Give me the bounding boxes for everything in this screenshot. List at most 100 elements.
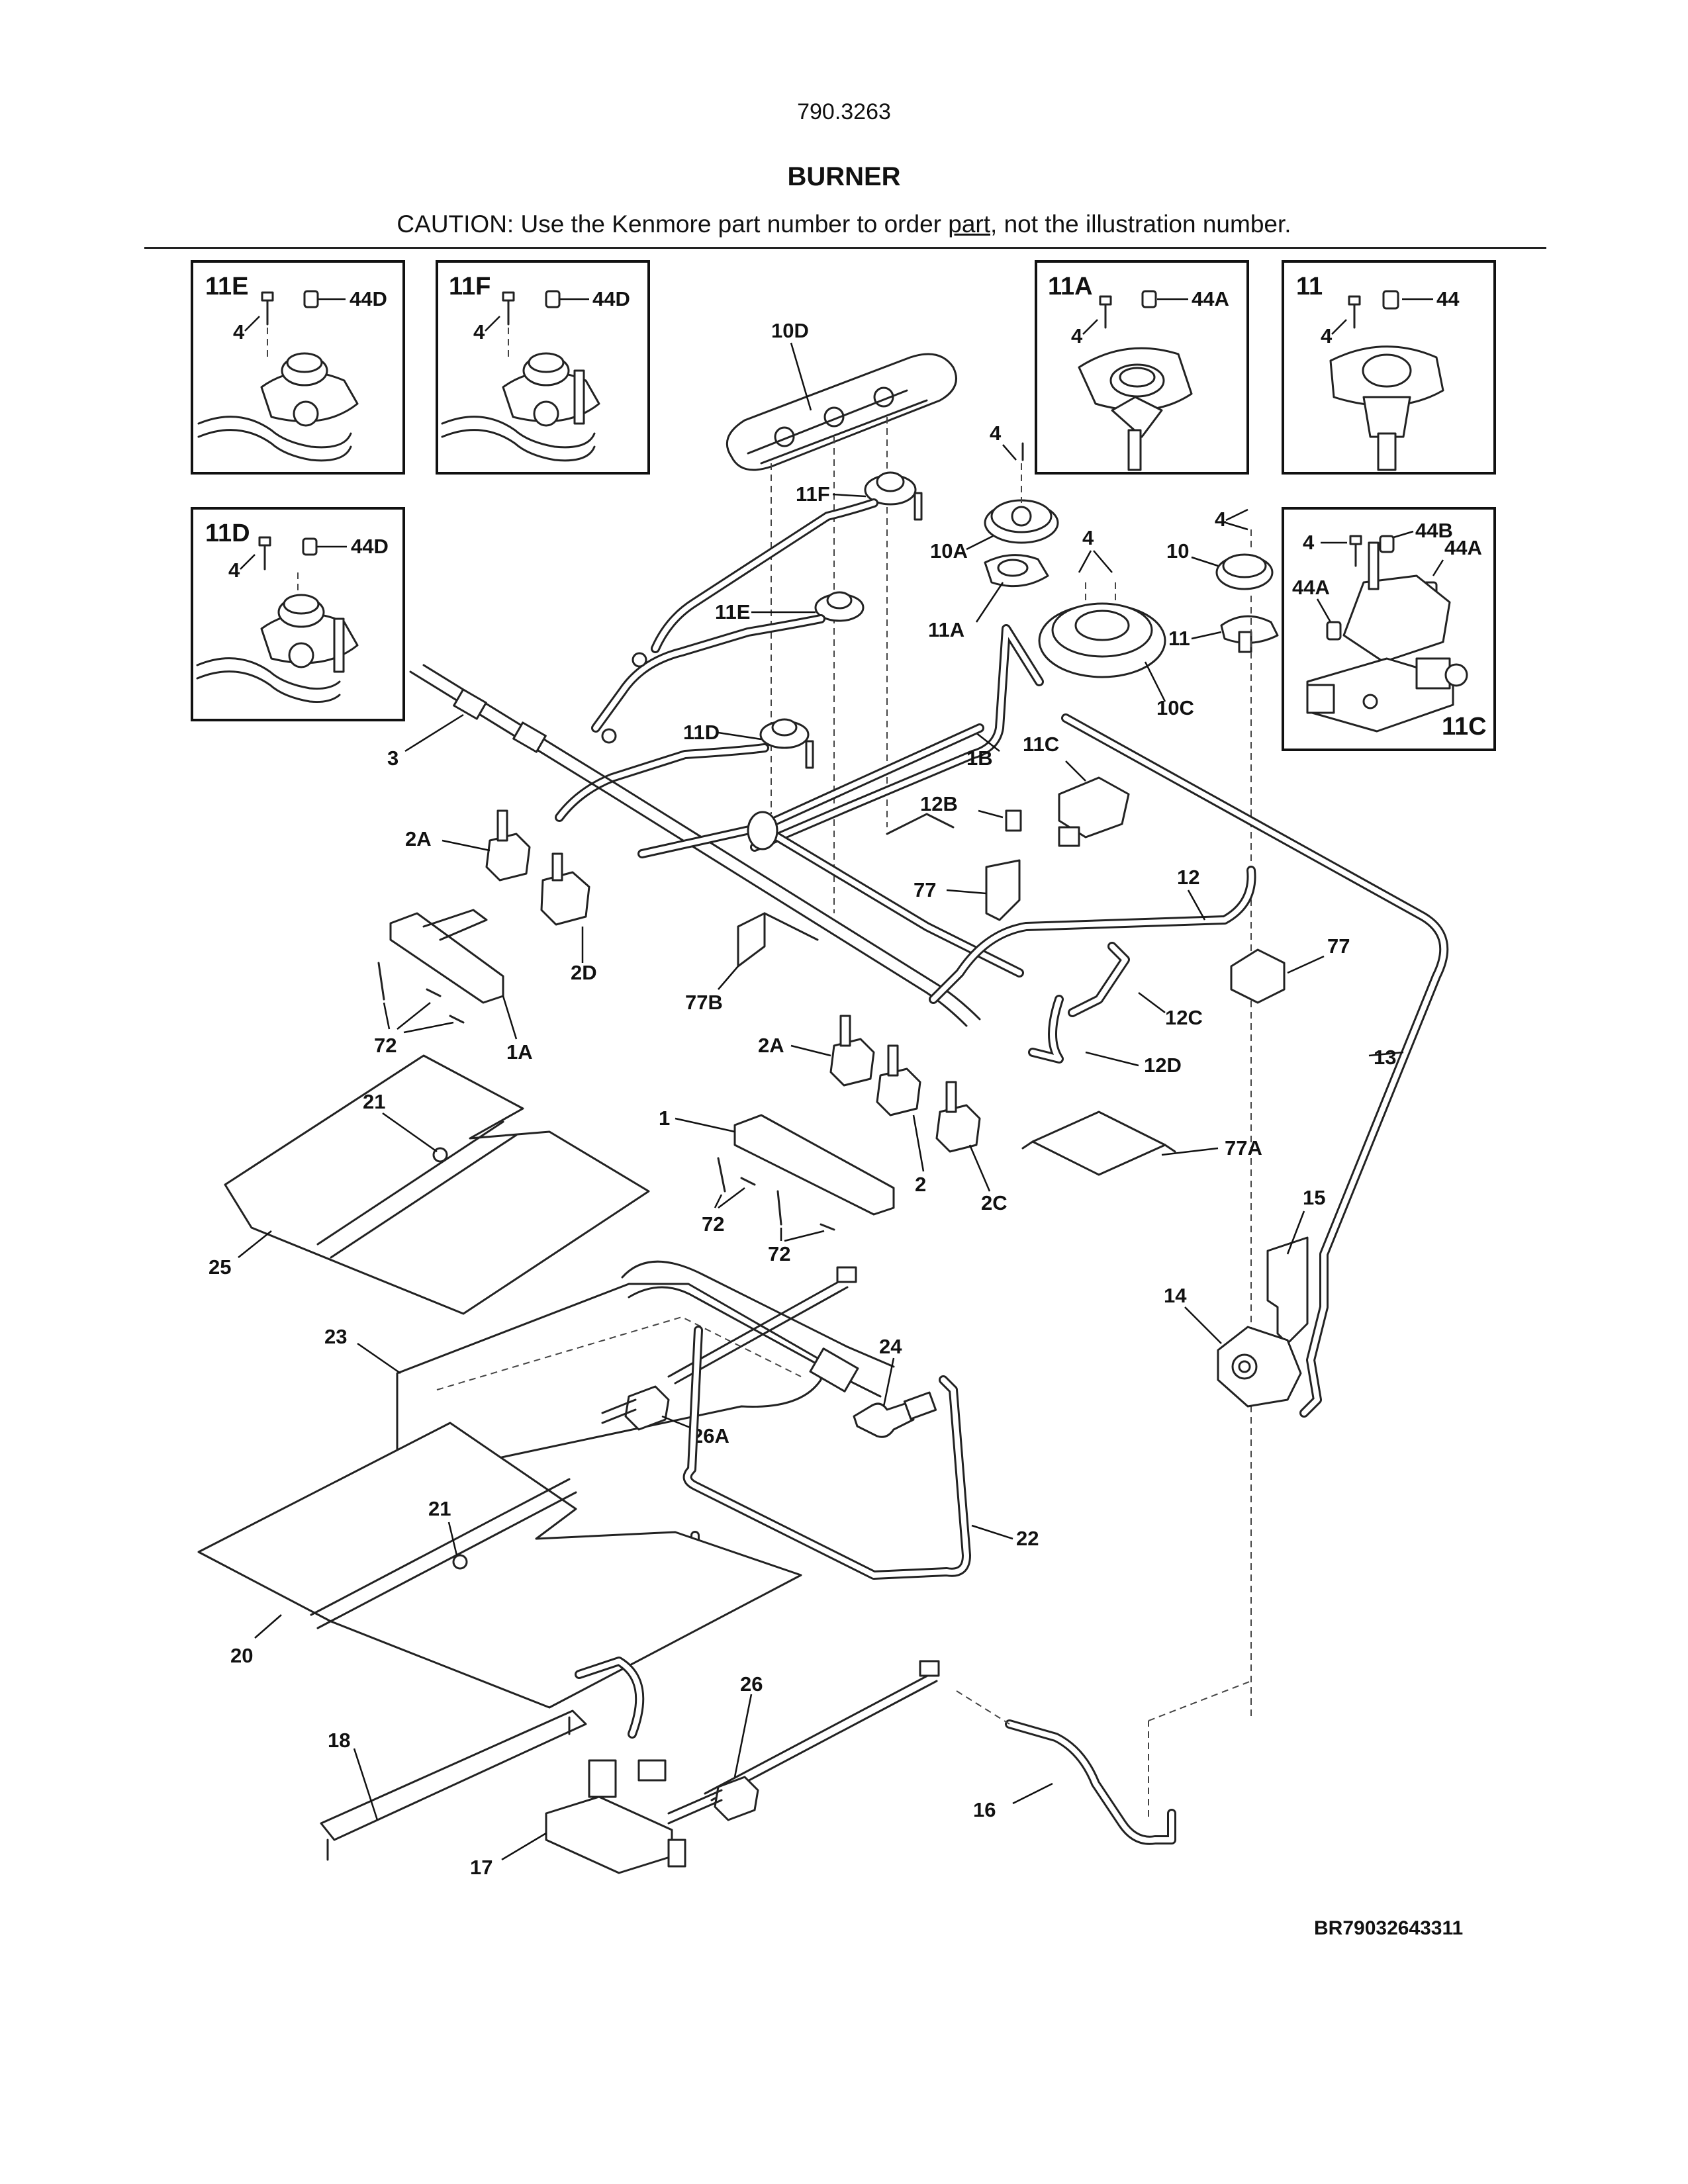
valve-2A-top: 2A [405, 809, 531, 882]
spacer-icon [302, 537, 318, 556]
callout-25: 25 [209, 1255, 231, 1279]
screw-icon [258, 536, 271, 570]
burner-head-11C: 11C [1023, 733, 1130, 847]
inset-11F-screw-label: 4 [473, 320, 485, 343]
tube-12C: 12C [1068, 942, 1203, 1029]
callout-11D: 11D [683, 721, 720, 744]
callout-77: 77 [914, 878, 936, 901]
callout-12B: 12B [920, 792, 958, 815]
screw-icon [1349, 535, 1362, 567]
callout-2D: 2D [571, 961, 597, 984]
inset-11C-title: 11C [1442, 713, 1487, 741]
callout-77A: 77A [1225, 1136, 1262, 1160]
callout-4-top: 4 [990, 422, 1002, 445]
callout-16: 16 [973, 1798, 996, 1821]
callout-10D: 10D [771, 319, 809, 342]
inset-11E-title: 11E [205, 273, 249, 300]
callout-1A: 1A [506, 1040, 533, 1064]
burner-tube-23: 23 [324, 1260, 895, 1464]
screws-72-mid: 72 72 [702, 1157, 835, 1265]
callout-2C: 2C [981, 1191, 1008, 1214]
callout-12: 12 [1177, 866, 1199, 889]
inset-11-screw-label: 4 [1321, 324, 1333, 347]
callout-72-mid1: 72 [702, 1212, 724, 1236]
callout-2: 2 [915, 1173, 926, 1196]
callout-2A-mid: 2A [758, 1034, 784, 1057]
drawing-code: BR79032643311 [1314, 1917, 1464, 1939]
inset-11F-title: 11F [449, 273, 491, 300]
spacer-icon [1141, 290, 1157, 308]
inset-11A-title: 11A [1048, 273, 1093, 300]
burner-head-11: 11 [1168, 615, 1279, 653]
manifold-pipe [637, 723, 1024, 978]
inset-11D-spacer-label: 44D [351, 535, 389, 558]
tube-12D: 12D [1028, 995, 1182, 1077]
callout-11: 11 [1168, 627, 1190, 650]
orifice-elbow-24: 24 [853, 1335, 937, 1438]
page-title: BURNER [787, 162, 901, 191]
inset-11-title: 11 [1296, 273, 1323, 300]
callout-18: 18 [328, 1729, 350, 1752]
burner-base-icon [1342, 574, 1451, 663]
heat-shield-20: 21 20 [197, 1422, 802, 1709]
inset-11A: 11A 4 44A [1035, 260, 1249, 475]
callout-24: 24 [879, 1335, 902, 1358]
inset-11C: 11C 4 44B 44A 44A [1282, 507, 1496, 751]
inset-11D-screw-label: 4 [228, 559, 240, 582]
page-code: 790.3263 [797, 99, 891, 124]
callout-26: 26 [740, 1672, 763, 1696]
burner-head-11A: 11A [928, 554, 1049, 641]
valve-2A-mid: 2A [758, 1015, 875, 1087]
callout-2A-top: 2A [405, 827, 432, 850]
tube-12: 12 [929, 866, 1256, 1004]
callout-20: 20 [230, 1644, 253, 1667]
bracket-77A: 77A [1021, 1111, 1262, 1176]
callout-13: 13 [1374, 1046, 1396, 1069]
callout-11E: 11E [715, 600, 750, 623]
spacer-icon [303, 290, 319, 308]
callout-4-right: 4 [1215, 508, 1227, 531]
callout-14: 14 [1164, 1284, 1187, 1307]
inset-11E-screw-label: 4 [233, 320, 245, 343]
callout-17: 17 [470, 1856, 492, 1879]
callout-77-right: 77 [1327, 934, 1350, 958]
inset-11C-spacer-b-label: 44B [1415, 519, 1453, 542]
callout-3: 3 [387, 747, 399, 770]
inset-11E-spacer-label: 44D [350, 287, 387, 310]
callout-77B: 77B [685, 991, 723, 1014]
callout-10: 10 [1166, 539, 1189, 563]
broil-valve-17: 17 [470, 1657, 686, 1879]
callout-12D: 12D [1144, 1054, 1182, 1077]
screw-icon [1099, 295, 1112, 329]
callout-10C: 10C [1156, 696, 1194, 719]
pressure-regulator-14: 14 [1164, 1284, 1302, 1408]
inset-11C-spacer-a1-label: 44A [1444, 536, 1482, 559]
callout-4-mid: 4 [1082, 526, 1094, 549]
inset-11C-screw-label: 4 [1303, 531, 1315, 554]
callout-11F: 11F [796, 482, 830, 506]
callout-1B: 1B [966, 747, 993, 770]
callout-23: 23 [324, 1325, 347, 1348]
burner-cap-10A: 4 10A [930, 422, 1059, 563]
caution-text-end: , not the illustration number. [990, 210, 1291, 238]
screw-icon [1348, 295, 1361, 329]
callout-72-left: 72 [374, 1034, 397, 1057]
spacer-icon [1382, 290, 1399, 310]
callout-11C: 11C [1023, 733, 1059, 756]
inset-11F: 11F 4 44D [436, 260, 650, 475]
screws-72-left: 72 [374, 962, 465, 1057]
valve-2C: 2C [935, 1081, 1008, 1214]
callout-12C: 12C [1165, 1006, 1203, 1029]
bracket-77B: 77B [685, 912, 819, 1014]
tube-12B: 12B [920, 792, 1022, 832]
gas-tube-16: 16 [956, 1680, 1252, 1845]
oval-burner-10D: 10D [726, 319, 957, 471]
burner-head-11F: 11F [651, 471, 923, 653]
callout-21-top: 21 [363, 1090, 385, 1113]
bracket-77-right: 77 [1230, 934, 1350, 1004]
spacer-icon [545, 290, 561, 308]
burner-tube-18: 18 [320, 1709, 587, 1861]
burner-cap-10: 4 10 [1166, 508, 1274, 590]
